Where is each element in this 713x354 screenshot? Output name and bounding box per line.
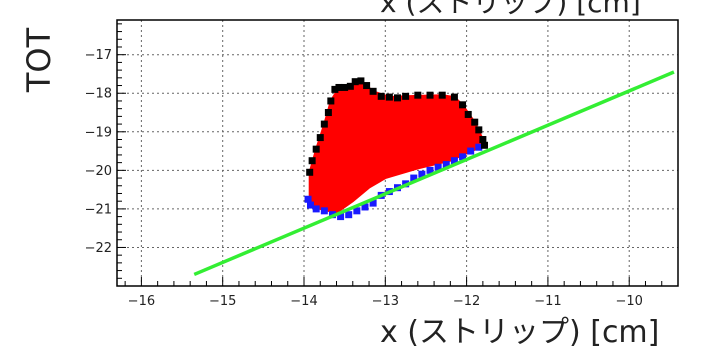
lower-edge-point bbox=[418, 170, 426, 178]
lower-edge-point bbox=[434, 163, 442, 171]
top-partial-axis-title: x (ストリップ) [cm] bbox=[380, 0, 641, 19]
outline-point bbox=[464, 110, 472, 118]
lower-edge-point bbox=[426, 166, 434, 174]
outline-point bbox=[335, 83, 343, 91]
x-tick-label: −11 bbox=[534, 294, 561, 309]
outline-point bbox=[394, 94, 401, 102]
lower-edge-point bbox=[337, 213, 345, 221]
outline-point bbox=[475, 126, 483, 134]
fit-line bbox=[193, 70, 675, 277]
x-tick-label: −13 bbox=[372, 294, 399, 309]
lower-edge-point bbox=[345, 211, 353, 219]
y-tick-label: −19 bbox=[85, 125, 112, 140]
lower-edge-point bbox=[450, 157, 458, 165]
y-axis-title: TOT bbox=[20, 27, 58, 93]
y-tick-label: −22 bbox=[85, 241, 112, 256]
lower-edge-point bbox=[442, 161, 450, 169]
x-tick-label: −16 bbox=[128, 294, 155, 309]
outline-point bbox=[363, 82, 371, 90]
outline-point bbox=[450, 93, 458, 101]
y-tick-label: −18 bbox=[85, 87, 112, 102]
outline-point bbox=[402, 92, 410, 100]
lower-edge-point bbox=[467, 147, 475, 155]
outline-point bbox=[438, 91, 446, 99]
lower-edge-point bbox=[410, 174, 418, 182]
outline-point bbox=[480, 141, 488, 149]
outline-point bbox=[377, 92, 385, 100]
outline-point bbox=[346, 82, 354, 90]
x-tick-label: −14 bbox=[290, 294, 317, 309]
data-layer bbox=[193, 70, 675, 277]
x-axis-title: x (ストリップ) [cm] bbox=[380, 315, 659, 350]
lower-edge-point bbox=[475, 143, 483, 151]
outline-point bbox=[479, 136, 487, 144]
lower-edge-point bbox=[361, 203, 369, 211]
outline-point bbox=[312, 145, 320, 153]
lower-edge-point bbox=[307, 201, 315, 209]
outline-point bbox=[471, 118, 479, 126]
outline-point bbox=[351, 78, 359, 86]
outline-point bbox=[414, 91, 422, 99]
y-tick-label: −20 bbox=[85, 164, 112, 179]
lower-edge-point bbox=[369, 199, 377, 207]
axis-layer: −16 −15 −14 −13 −12 −11 −10 −17 −18 −19 −20 −21 −22 bbox=[85, 19, 679, 309]
x-tick-label: −15 bbox=[209, 294, 236, 309]
outline-point bbox=[385, 93, 393, 101]
outline-point bbox=[459, 101, 467, 109]
y-tick-label: −21 bbox=[85, 202, 112, 217]
lower-edge-point bbox=[353, 207, 361, 215]
outline-point bbox=[369, 87, 377, 95]
outline-point bbox=[327, 97, 335, 105]
lower-edge-point bbox=[459, 153, 467, 161]
y-tick-label: −17 bbox=[85, 48, 112, 63]
lower-edge-point bbox=[312, 205, 320, 213]
outline-point bbox=[306, 168, 314, 176]
outline-point bbox=[426, 91, 434, 99]
outline-point bbox=[324, 109, 332, 117]
plot-frame bbox=[116, 19, 679, 287]
outline-point bbox=[308, 157, 316, 165]
x-tick-label: −12 bbox=[453, 294, 480, 309]
outline-point bbox=[331, 85, 339, 93]
lower-edge-point bbox=[320, 207, 328, 215]
outline-point bbox=[341, 83, 349, 91]
x-tick-label: −10 bbox=[615, 294, 642, 309]
outline-point bbox=[316, 134, 324, 142]
lower-edge-point bbox=[304, 195, 312, 203]
outline-point bbox=[320, 120, 328, 128]
outline-point bbox=[357, 77, 365, 85]
